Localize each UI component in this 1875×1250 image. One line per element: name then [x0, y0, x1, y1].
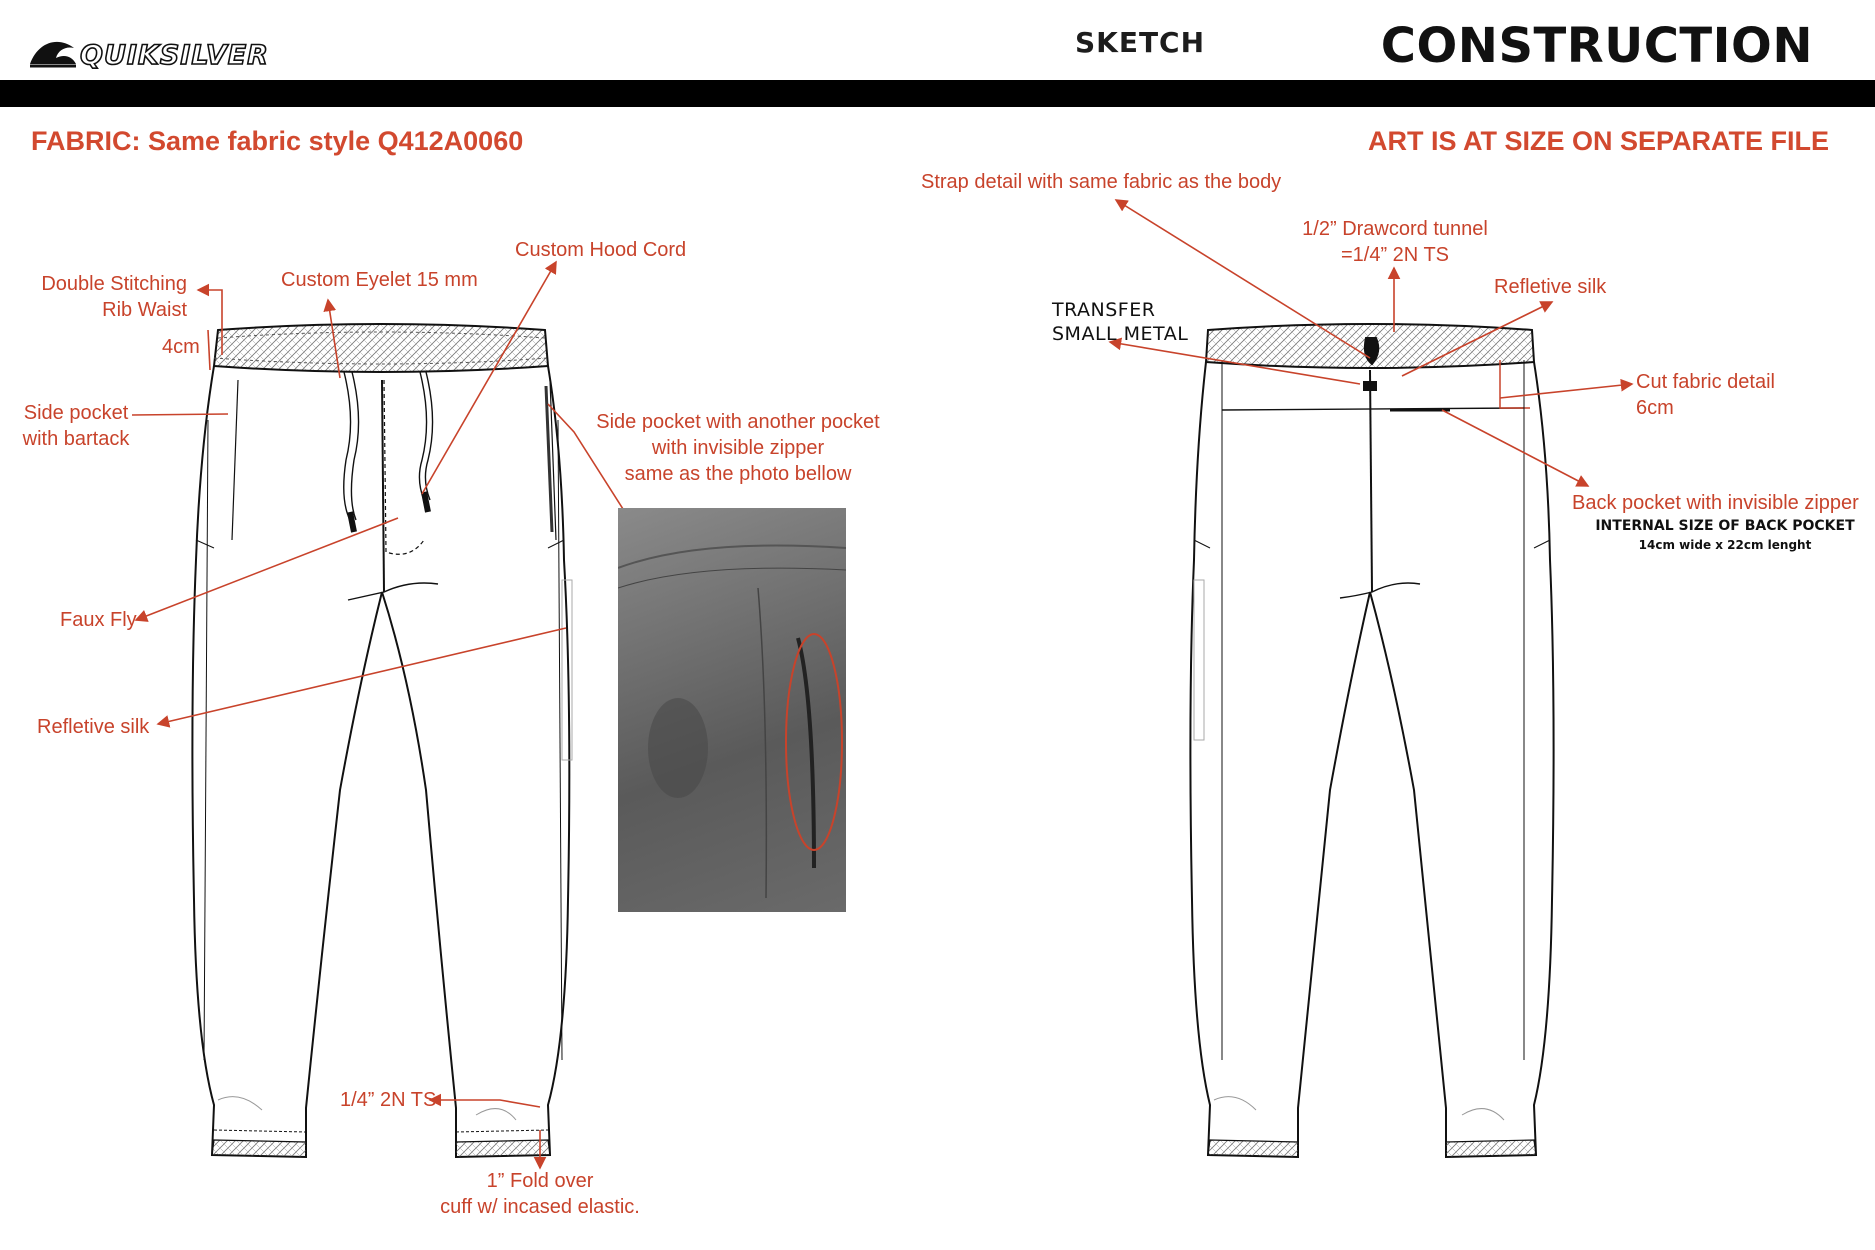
waist-height-label: 4cm: [162, 336, 200, 358]
zip-pocket-label: Side pocket with another pocket with inv…: [596, 411, 880, 485]
callout-lines: [131, 199, 1634, 1170]
back-reflective-silk-label: Refletive silk: [1494, 276, 1607, 298]
photo-pocket-icon: [618, 544, 846, 899]
transfer-label: TRANSFER SMALL METAL: [1052, 299, 1189, 345]
page-title: CONSTRUCTION: [1380, 18, 1813, 74]
back-pocket-label: Back pocket with invisible zipper: [1572, 492, 1859, 514]
faux-fly-label: Faux Fly: [60, 609, 137, 631]
reference-photo: [618, 508, 846, 912]
back-pants-drawing: [1189, 323, 1555, 1159]
stitch-label: 1/4” 2N TS: [340, 1089, 437, 1111]
brand-logo: QUIKSILVER: [28, 34, 308, 72]
cut-fabric-label: Cut fabric detail 6cm: [1636, 371, 1775, 419]
cuff-label: 1” Fold over cuff w/ incased elastic.: [440, 1170, 640, 1218]
side-pocket-label: Side pocket with bartack: [22, 402, 130, 450]
double-stitching-label: Double Stitching Rib Waist: [41, 273, 187, 321]
header-bar: [0, 80, 1875, 107]
reflective-silk-label: Refletive silk: [37, 716, 150, 738]
drawcord-label: 1/2” Drawcord tunnel =1/4” 2N TS: [1302, 218, 1488, 266]
art-note: ART IS AT SIZE ON SEPARATE FILE: [1367, 126, 1829, 156]
quiksilver-logo-icon: [30, 41, 76, 68]
hood-cord-label: Custom Hood Cord: [515, 239, 687, 261]
back-pocket-size-title: INTERNAL SIZE OF BACK POCKET: [1595, 518, 1855, 534]
section-label: SKETCH: [1074, 26, 1206, 59]
eyelet-label: Custom Eyelet 15 mm: [281, 269, 478, 291]
back-pocket-size: 14cm wide x 22cm lenght: [1638, 538, 1812, 552]
fabric-note: FABRIC: Same fabric style Q412A0060: [31, 126, 524, 156]
brand-wordmark: QUIKSILVER: [79, 39, 269, 72]
strap-label: Strap detail with same fabric as the bod…: [921, 171, 1282, 193]
front-pants-drawing: [191, 323, 573, 1159]
